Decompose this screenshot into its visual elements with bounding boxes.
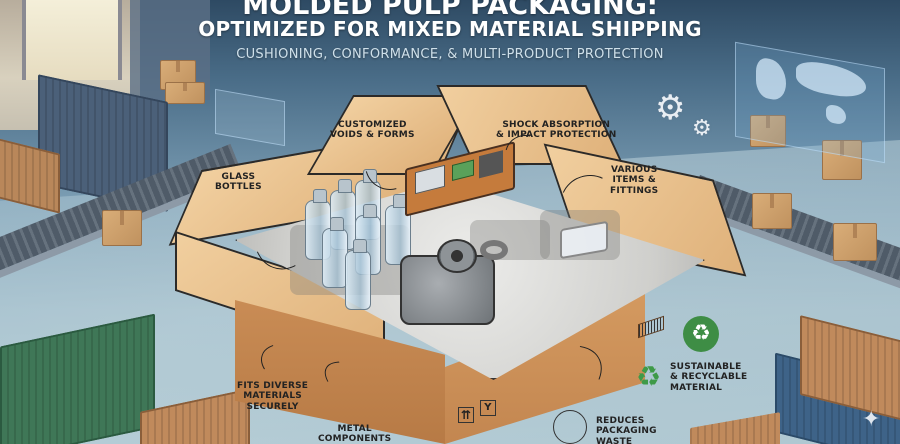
warehouse-door: [22, 0, 122, 80]
conveyor-box: [833, 223, 877, 261]
callout-fits-diverse: FITS DIVERSE MATERIALS SECURELY: [237, 381, 309, 412]
sparkle-icon: ✦: [862, 407, 881, 432]
title-line-2: OPTIMIZED FOR MIXED MATERIAL SHIPPING: [198, 17, 702, 41]
conveyor-box: [102, 210, 142, 246]
glass-bottle: [345, 239, 371, 310]
metal-fitting-ring: [480, 240, 508, 260]
subtitle: CUSHIONING, CONFORMANCE, & MULTI-PRODUCT…: [236, 47, 664, 62]
callout-customized-voids: CUSTOMIZED VOIDS & FORMS: [330, 120, 415, 141]
callout-glass-bottles: GLASS BOTTLES: [215, 172, 262, 193]
gear-icon: ⚙: [655, 88, 686, 128]
callout-metal-components: METAL COMPONENTS: [318, 424, 392, 444]
this-side-up-icon: ⇈: [458, 407, 474, 423]
callout-sustainable: SUSTAINABLE & RECYCLABLE MATERIAL: [670, 362, 748, 393]
open-box-icon: [553, 410, 587, 444]
metal-gear-motor: [400, 239, 495, 325]
glass-bottle: [322, 217, 348, 288]
holographic-world-map-small: [215, 88, 285, 147]
fragile-icon: Y: [480, 400, 496, 416]
callout-shock-absorption: SHOCK ABSORPTION & IMPACT PROTECTION: [496, 120, 617, 141]
gear-icon: ⚙: [692, 116, 712, 141]
title-line-1: MOLDED PULP PACKAGING:: [242, 0, 658, 21]
recycle-badge-icon: ♻: [683, 316, 719, 352]
floor-box: [750, 115, 786, 147]
recycle-icon: ♻: [636, 360, 662, 393]
floor-box: [822, 140, 862, 180]
conveyor-box: [752, 193, 792, 229]
callout-reduces-waste: REDUCES PACKAGING WASTE: [596, 416, 657, 444]
stacked-box: [165, 82, 205, 104]
callout-various-items: VARIOUS ITEMS & FITTINGS: [610, 165, 659, 196]
